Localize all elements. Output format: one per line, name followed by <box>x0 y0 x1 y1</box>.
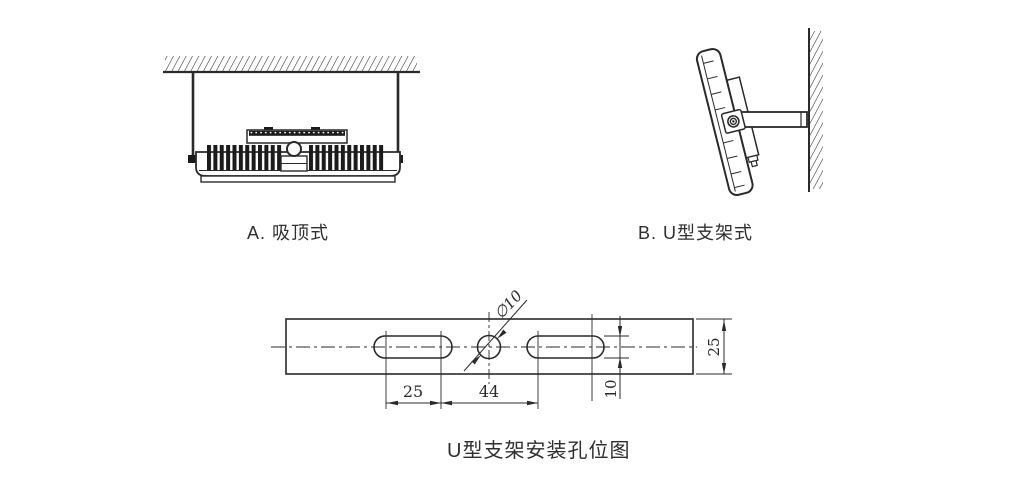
center-hole <box>476 334 502 360</box>
dim-plate-width-text: 25 <box>705 337 723 356</box>
dim-plate-width: 25 <box>696 318 732 375</box>
mounting-holes <box>373 334 605 360</box>
dim-slot-length: 25 <box>403 382 423 401</box>
floodlight-profile <box>195 127 401 183</box>
lamp-fin-ticks <box>703 60 745 189</box>
figure-b-wall-bracket-drawing <box>695 28 823 197</box>
pivot-bolt <box>720 108 746 134</box>
lamp-bottom-plate <box>200 175 396 183</box>
ceiling-hatch <box>163 56 420 74</box>
center-lines <box>271 312 697 409</box>
hole-diagram-caption: U型支架安装孔位图 <box>447 440 631 462</box>
heatsink-fins-right <box>309 145 384 170</box>
dim-center-span: 44 <box>479 382 499 401</box>
cable-gland <box>286 141 302 157</box>
bracket-bar <box>285 318 694 375</box>
figure-a-label: A. 吸顶式 <box>247 223 330 243</box>
bracket-hole-position-drawing: 25 44 10 25 ∅10 <box>271 286 732 409</box>
bracket-arm <box>740 111 808 128</box>
dim-horizontal: 25 44 <box>386 382 538 406</box>
dim-hole-diameter-text: ∅10 <box>491 286 526 322</box>
dim-slot-width: 10 <box>602 316 629 399</box>
figure-a-ceiling-mount-drawing <box>163 56 420 183</box>
figure-b-label: B. U型支架式 <box>638 223 754 243</box>
dim-slot-width-text: 10 <box>602 379 620 398</box>
wall-hatch <box>808 28 823 192</box>
right-slot <box>526 335 605 359</box>
heatsink-fins-left <box>207 145 282 170</box>
left-slot <box>373 335 453 359</box>
